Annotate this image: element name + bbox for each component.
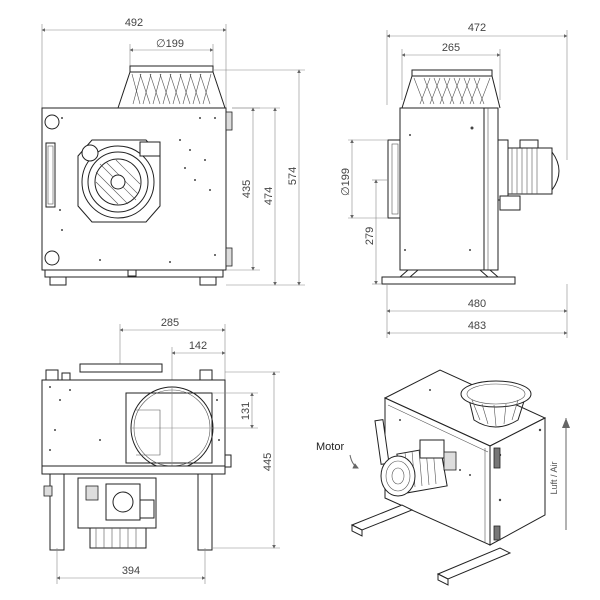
front-width-label: 492 — [125, 17, 143, 29]
bottom-offset-1-label: 285 — [161, 317, 179, 329]
iso-hinge — [493, 525, 501, 541]
bottom-tab — [199, 369, 213, 381]
side-inlet-collar — [401, 69, 501, 109]
side-outlet-height-label: 279 — [364, 227, 376, 245]
bottom-bracket — [43, 485, 53, 497]
side-motor — [497, 139, 560, 211]
bottom-rivets — [49, 386, 220, 451]
bottom-width-dimension: 394 — [56, 548, 206, 584]
iso-base-rails — [350, 504, 512, 586]
iso-motor-label: Motor — [316, 441, 344, 453]
front-foot-left — [49, 276, 67, 286]
front-motor-fan — [77, 139, 161, 223]
bottom-tab — [61, 372, 71, 381]
bottom-tab — [45, 369, 59, 381]
iso-side-face — [489, 417, 546, 546]
front-view: 492 ∅199 — [41, 17, 305, 286]
side-vertical-dimensions: ∅199 279 — [340, 139, 388, 285]
iso-rotation-arrow — [349, 454, 359, 469]
side-base-dimensions: 480 483 — [386, 284, 568, 338]
side-inlet-width-label: 265 — [442, 42, 460, 54]
iso-motor — [380, 439, 457, 497]
side-view: 472 265 — [340, 22, 568, 338]
front-inlet-diameter-label: ∅199 — [156, 38, 184, 50]
front-inlet-diameter-dimension: ∅199 — [129, 38, 214, 66]
iso-inlet — [460, 380, 532, 428]
side-housing — [399, 107, 499, 271]
front-hinge-bottom — [225, 247, 233, 267]
bottom-outlet-height-label: 131 — [240, 402, 252, 420]
bottom-motor — [77, 477, 157, 549]
bottom-rail-right — [197, 473, 213, 551]
side-outlet-diameter-label: ∅199 — [340, 168, 352, 196]
front-foot-right — [199, 276, 217, 286]
front-corner-circle — [44, 114, 60, 130]
front-corner-circle — [44, 250, 60, 266]
bottom-offset-dimensions: 285 142 — [119, 317, 226, 385]
iso-air-label: Luft / Air — [549, 461, 559, 494]
front-height-feet-label: 474 — [263, 187, 275, 205]
front-width-dimension: 492 — [41, 17, 227, 108]
front-height-body-label: 435 — [241, 180, 253, 198]
bottom-top-strip — [79, 363, 163, 373]
iso-air-indicator: Luft / Air — [549, 418, 570, 530]
front-housing — [41, 107, 227, 271]
front-handle — [45, 142, 56, 208]
front-hinge-top — [225, 111, 233, 131]
front-drain — [127, 269, 137, 277]
bottom-vertical-dimensions: 131 445 — [212, 371, 280, 549]
side-rivets — [404, 126, 474, 251]
side-inlet-dimension: 265 — [401, 42, 501, 100]
bottom-outlet — [125, 386, 214, 470]
bottom-height-label: 445 — [262, 453, 274, 471]
front-height-total-label: 574 — [287, 167, 299, 185]
side-outlet-flange — [387, 139, 401, 219]
side-width-label: 472 — [468, 22, 486, 34]
bottom-width-label: 394 — [122, 565, 140, 577]
side-width-dimension: 472 — [386, 22, 568, 160]
bottom-view: 285 142 — [41, 317, 280, 584]
isometric-view: Motor Luft / Air — [316, 369, 570, 586]
bottom-latch — [224, 454, 232, 468]
front-height-dimensions: 435 474 574 — [213, 69, 305, 286]
front-rivets — [59, 117, 216, 263]
bottom-offset-2-label: 142 — [189, 340, 207, 352]
side-base-width-1-label: 480 — [468, 298, 486, 310]
side-base — [381, 269, 516, 285]
bottom-rail-left — [49, 473, 65, 551]
side-base-width-2-label: 483 — [468, 320, 486, 332]
bottom-rail — [41, 465, 226, 475]
iso-hinge — [493, 447, 501, 469]
front-inlet-collar — [117, 65, 226, 109]
